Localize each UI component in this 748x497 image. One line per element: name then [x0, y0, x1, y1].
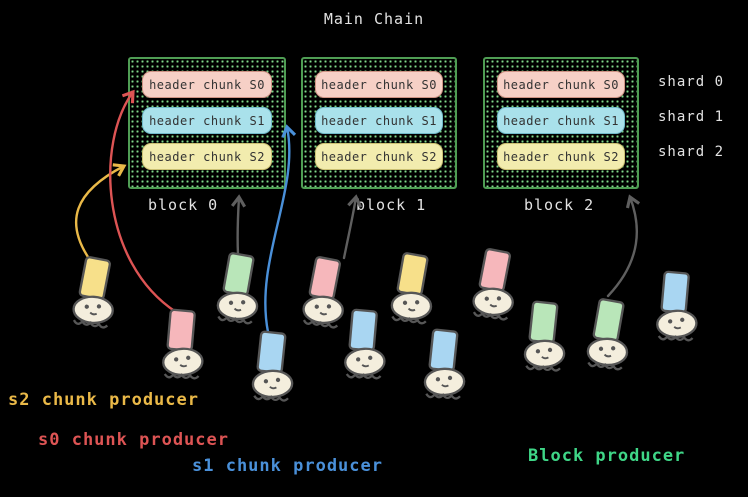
s2-chunk-producer-figure	[390, 251, 435, 325]
block-0-label: block 0	[148, 196, 219, 214]
shard-2-label: shard 2	[658, 144, 725, 160]
block1-header-chunk-s2: header chunk S2	[315, 143, 443, 170]
arrow-producer-to-block1	[342, 194, 363, 260]
block1-header-chunk-s0: header chunk S0	[315, 71, 443, 98]
block-producer-figure	[216, 251, 261, 325]
block2-header-chunk-s0: header chunk S0	[497, 71, 625, 98]
s1-chunk-producer-figure	[421, 327, 466, 401]
block2-header-chunk-s2: header chunk S2	[497, 143, 625, 170]
arrow-producer-to-block0	[230, 194, 247, 256]
s0-chunk-producer-figure	[159, 306, 205, 382]
block-1: header chunk S0 header chunk S1 header c…	[301, 57, 457, 189]
arrow-producer-to-block2	[606, 194, 641, 298]
diagram-title: Main Chain	[323, 10, 425, 28]
block0-header-chunk-s2: header chunk S2	[142, 143, 272, 170]
s0-chunk-producer-label: s0 chunk producer	[38, 430, 229, 450]
s1-chunk-producer-figure	[249, 329, 294, 403]
s2-chunk-producer-figure	[71, 254, 117, 330]
s1-chunk-producer-label: s1 chunk producer	[192, 456, 383, 476]
block2-header-chunk-s1: header chunk S1	[497, 107, 625, 134]
block-0: header chunk S0 header chunk S1 header c…	[128, 57, 286, 189]
block0-header-chunk-s1: header chunk S1	[142, 107, 272, 134]
block1-header-chunk-s1: header chunk S1	[315, 107, 443, 134]
block-producer-figure	[521, 299, 566, 373]
block-producer-label: Block producer	[528, 446, 686, 466]
shard-1-label: shard 1	[658, 109, 725, 125]
block-producer-figure	[586, 297, 631, 371]
block0-header-chunk-s0: header chunk S0	[142, 71, 272, 98]
shard-0-label: shard 0	[658, 74, 725, 90]
block-1-label: block 1	[356, 196, 427, 214]
arrow-s2-chunk-to-block0	[74, 163, 127, 262]
block-2-label: block 2	[524, 196, 595, 214]
s1-chunk-producer-figure	[653, 268, 699, 344]
s2-chunk-producer-label: s2 chunk producer	[8, 390, 199, 410]
block-2: header chunk S0 header chunk S1 header c…	[483, 57, 639, 189]
